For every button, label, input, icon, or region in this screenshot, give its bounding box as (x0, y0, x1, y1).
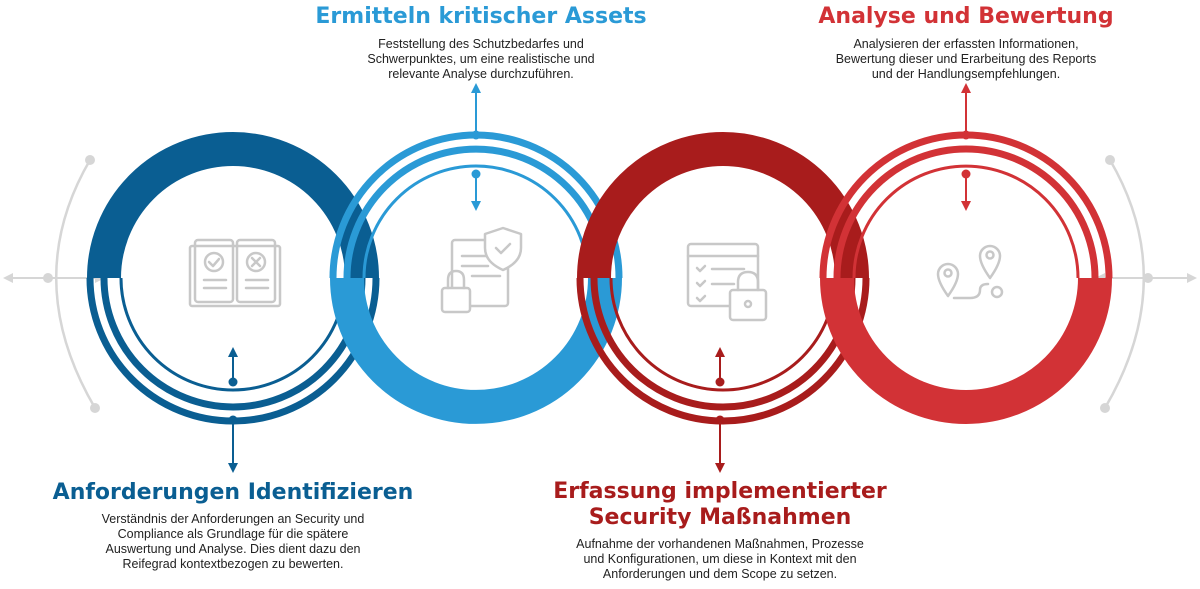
step-1-desc-line: Auswertung und Analyse. Dies dient dazu … (105, 542, 361, 556)
step-1-desc-line: Compliance als Grundlage für die spätere (117, 527, 349, 541)
connector-2 (471, 83, 481, 211)
checklist-lock-icon (686, 242, 768, 322)
step-4-title: Analyse und Bewertung (818, 4, 1114, 29)
step-4-desc-line: Bewertung dieser und Erarbeitung des Rep… (835, 52, 1097, 66)
step-4-desc-line: und der Handlungsempfehlungen. (871, 67, 1061, 81)
step-3-title-line: Security Maßnahmen (588, 505, 852, 530)
step-2-description: Feststellung des Schutzbedarfes und Schw… (316, 37, 646, 82)
secure-document-icon (440, 226, 523, 314)
step-2-title: Ermitteln kritischer Assets (315, 4, 647, 29)
step-3-desc-line: Anforderungen und dem Scope zu setzen. (602, 567, 838, 581)
connector-1 (228, 347, 238, 473)
step-3-title: Erfassung implementierter Security Maßna… (520, 479, 920, 531)
step-1-desc-line: Reifegrad kontextbezogen zu bewerten. (122, 557, 344, 571)
step-1-desc-line: Verständnis der Anforderungen an Securit… (101, 512, 365, 526)
document-checklist-icon (188, 238, 282, 308)
step-1-title: Anforderungen Identifizieren (52, 480, 414, 505)
step-3-title-line: Erfassung implementierter (553, 479, 887, 504)
step-4-description: Analysieren der erfassten Informationen,… (796, 37, 1136, 82)
step-2-desc-line: relevante Analyse durchzuführen. (388, 67, 574, 81)
step-2-desc-line: Feststellung des Schutzbedarfes und (378, 37, 584, 51)
connector-4 (961, 83, 971, 211)
step-3-desc-line: und Konfigurationen, um diese in Kontext… (583, 552, 857, 566)
route-map-icon (936, 244, 1004, 300)
connector-3 (715, 347, 725, 473)
step-2-desc-line: Schwerpunktes, um eine realistische und (367, 52, 595, 66)
step-3-desc-line: Aufnahme der vorhandenen Maßnahmen, Proz… (576, 537, 864, 551)
step-3-description: Aufnahme der vorhandenen Maßnahmen, Proz… (540, 537, 900, 582)
step-1-description: Verständnis der Anforderungen an Securit… (60, 512, 406, 572)
step-4-desc-line: Analysieren der erfassten Informationen, (853, 37, 1079, 51)
